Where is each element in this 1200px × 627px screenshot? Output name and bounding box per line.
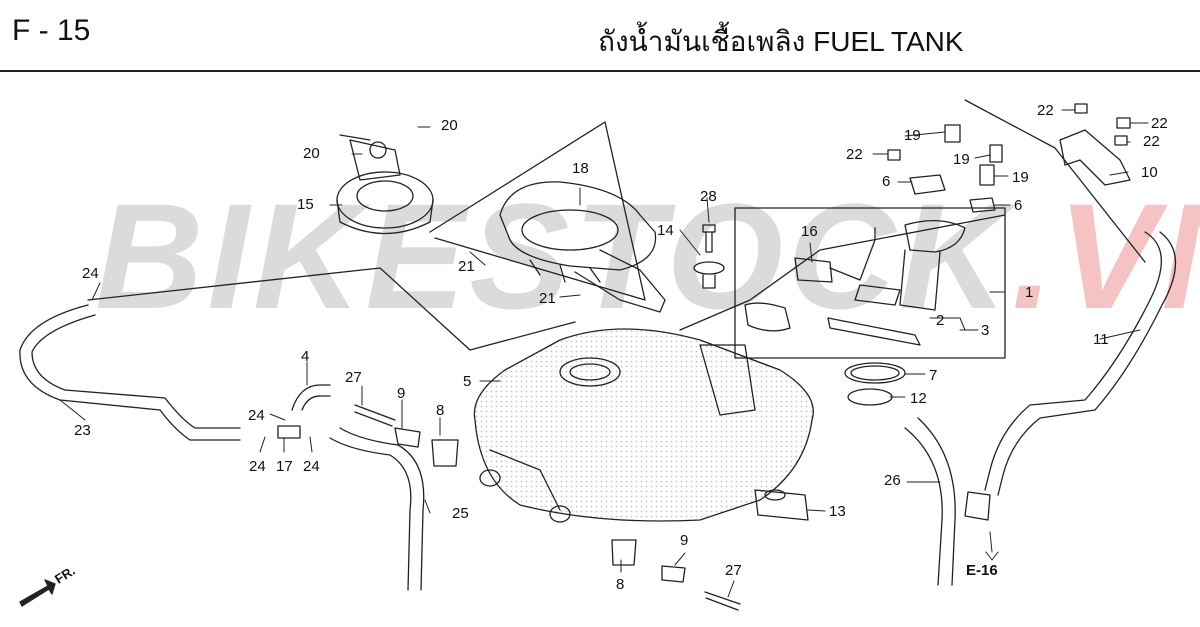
filler-housing — [429, 121, 666, 313]
callout-21: 21 — [539, 290, 556, 307]
header-divider — [0, 70, 1200, 72]
callout-24: 24 — [303, 458, 320, 475]
brackets — [887, 99, 1146, 263]
callout-6: 6 — [1014, 197, 1023, 214]
callout-8: 8 — [616, 576, 625, 593]
callout-28: 28 — [700, 188, 717, 205]
bolt-and-washer — [693, 224, 725, 289]
callout-19: 19 — [904, 127, 921, 144]
callout-2: 2 — [936, 312, 945, 329]
callout-13: 13 — [829, 503, 846, 520]
callout-22: 22 — [1143, 133, 1160, 150]
page-title: ถังน้ำมันเชื้อเพลิง FUEL TANK — [598, 26, 964, 57]
callout-26: 26 — [884, 472, 901, 489]
callout-9: 9 — [397, 385, 406, 402]
callout-24: 24 — [249, 458, 266, 475]
leader-lines — [59, 109, 1149, 598]
callout-27: 27 — [345, 369, 362, 386]
hose-11 — [964, 231, 1177, 521]
callout-11: 11 — [1093, 331, 1109, 348]
callout-21: 21 — [458, 258, 475, 275]
cross-reference-label: E-16 — [966, 562, 998, 579]
callout-7: 7 — [929, 367, 938, 384]
callout-20: 20 — [303, 145, 320, 162]
callout-25: 25 — [452, 505, 469, 522]
callout-24: 24 — [248, 407, 265, 424]
callout-4: 4 — [301, 348, 310, 365]
callout-3: 3 — [981, 322, 990, 339]
callout-8: 8 — [436, 402, 445, 419]
small-fittings — [277, 404, 809, 611]
fuel-pump-assembly — [734, 207, 1006, 359]
callout-24: 24 — [82, 265, 99, 282]
callout-5: 5 — [463, 373, 472, 390]
callout-17: 17 — [276, 458, 293, 475]
callout-19: 19 — [1012, 169, 1029, 186]
front-direction-arrow — [19, 579, 56, 607]
callout-6: 6 — [882, 173, 891, 190]
section-code: F - 15 — [12, 14, 91, 47]
hose-23 — [19, 267, 576, 441]
diagram-drawing — [19, 99, 1177, 611]
hose-26 — [904, 417, 956, 586]
callout-16: 16 — [801, 223, 818, 240]
parts-diagram: 20 20 15 18 28 14 21 21 24 4 5 23 27 9 8… — [0, 72, 1200, 627]
callout-9: 9 — [680, 532, 689, 549]
callout-1: 1 — [1025, 284, 1034, 301]
callout-10: 10 — [1141, 164, 1158, 181]
callout-19: 19 — [953, 151, 970, 168]
callout-14: 14 — [657, 222, 674, 239]
o-rings — [844, 362, 906, 406]
hose-4-25 — [291, 384, 425, 591]
callout-12: 12 — [910, 390, 927, 407]
callout-27: 27 — [725, 562, 742, 579]
callout-22: 22 — [1151, 115, 1168, 132]
callout-22: 22 — [846, 146, 863, 163]
callout-22: 22 — [1037, 102, 1054, 119]
fuel-tank — [473, 214, 1006, 523]
fuel-cap — [336, 134, 434, 235]
callout-18: 18 — [572, 160, 589, 177]
callout-23: 23 — [74, 422, 91, 439]
callout-15: 15 — [297, 196, 314, 213]
callout-20: 20 — [441, 117, 458, 134]
